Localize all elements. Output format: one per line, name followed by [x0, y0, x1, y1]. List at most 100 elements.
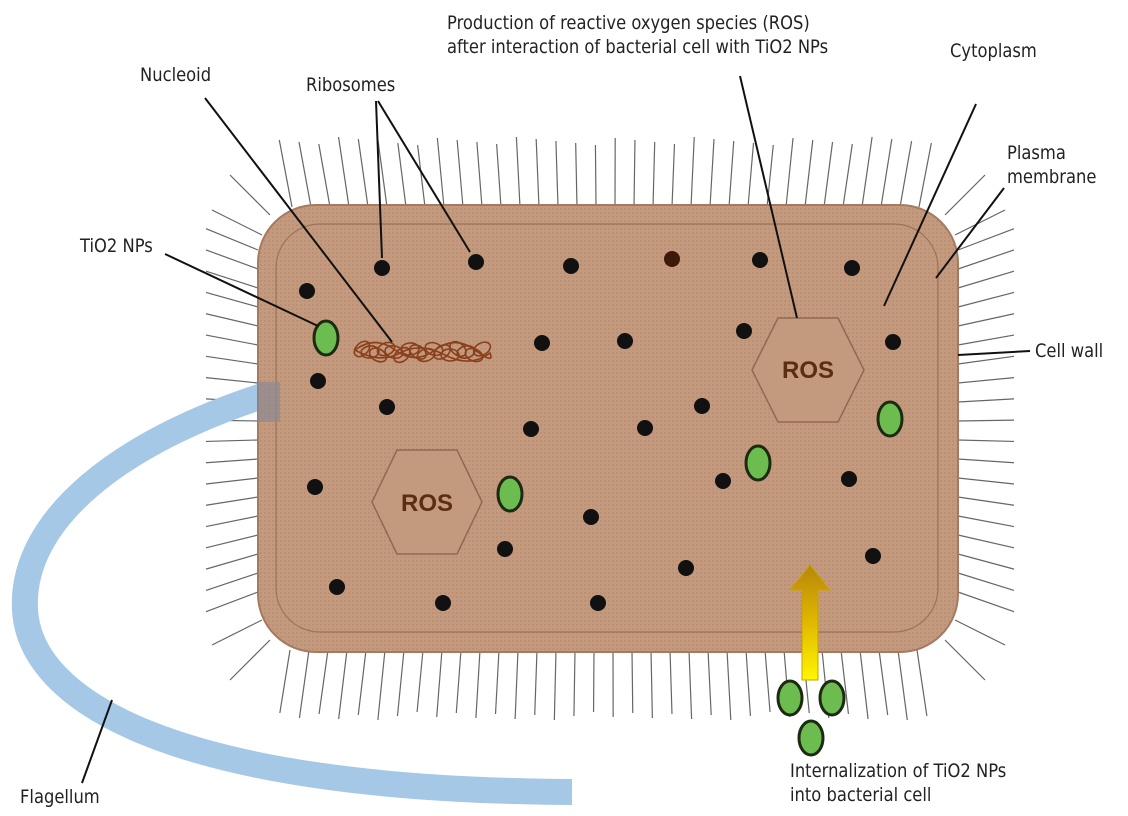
pilus — [437, 138, 444, 207]
pilus — [206, 229, 258, 250]
pilus — [862, 137, 872, 207]
ribosome — [637, 420, 653, 436]
pilus — [958, 356, 1014, 364]
pilus — [358, 139, 368, 207]
pilus — [206, 250, 258, 269]
ribosome — [583, 509, 599, 525]
ribosome — [497, 541, 513, 557]
pilus — [398, 143, 406, 207]
pilus — [765, 650, 770, 712]
pilus — [230, 175, 270, 215]
ros-label-right: ROS — [782, 357, 834, 384]
pilus — [958, 516, 1014, 527]
pilus — [879, 650, 888, 715]
pilus — [206, 378, 258, 383]
pilus — [536, 139, 539, 207]
pilus — [476, 650, 480, 718]
tio2-nanoparticle — [820, 681, 844, 715]
pilus — [746, 650, 750, 716]
ribosome — [752, 252, 768, 268]
pilus — [230, 640, 270, 680]
pilus — [958, 497, 1014, 505]
pilus — [919, 143, 931, 207]
pilus — [945, 175, 985, 215]
pilus — [958, 573, 1014, 590]
pilus — [535, 650, 537, 715]
ribosome — [468, 254, 484, 270]
pilus — [206, 516, 258, 527]
ribosome — [736, 323, 752, 339]
pilus — [319, 650, 328, 714]
pilus — [958, 378, 1014, 383]
pilus — [672, 144, 674, 207]
pilus — [206, 497, 258, 505]
pilus — [437, 650, 442, 717]
pilus — [860, 650, 868, 719]
pilus — [958, 554, 1014, 569]
ribosome — [715, 473, 731, 489]
pilus — [595, 145, 596, 207]
pilus — [881, 139, 892, 207]
ribosome — [844, 260, 860, 276]
pilus — [456, 650, 461, 713]
pilus — [299, 650, 309, 718]
pilus — [206, 314, 258, 326]
pilus — [898, 650, 907, 720]
ribosome — [885, 334, 901, 350]
pilus — [691, 137, 694, 207]
ribosome-brown — [664, 251, 680, 267]
pilus — [670, 650, 672, 714]
ros-label-left: ROS — [401, 490, 453, 517]
label-ros-production: Production of reactive oxygen species (R… — [447, 12, 828, 60]
pilus — [958, 459, 1014, 463]
ribosome — [841, 471, 857, 487]
pilus — [710, 139, 714, 207]
ribosome — [310, 373, 326, 389]
pilus — [958, 250, 1014, 269]
pilus — [556, 141, 558, 207]
pilus — [516, 137, 520, 207]
leader-cell-wall — [958, 351, 1030, 355]
ribosome — [865, 548, 881, 564]
label-cytoplasm: Cytoplasm — [950, 40, 1037, 64]
pilus — [554, 650, 556, 720]
pilus — [955, 620, 1005, 645]
pilus — [958, 335, 1014, 345]
pilus — [206, 356, 258, 364]
pilus — [748, 143, 754, 207]
ribosome — [329, 579, 345, 595]
ribosome — [435, 595, 451, 611]
label-cell-wall: Cell wall — [1035, 340, 1103, 364]
pilus — [206, 478, 258, 484]
pilus — [496, 650, 499, 714]
pilus — [212, 620, 262, 645]
label-flagellum: Flagellum — [20, 786, 100, 810]
label-nucleoid: Nucleoid — [140, 64, 211, 88]
ribosome — [678, 560, 694, 576]
ribosome — [534, 335, 550, 351]
pilus — [958, 314, 1014, 326]
ribosome — [379, 399, 395, 415]
pilus — [280, 650, 290, 713]
pilus — [358, 650, 366, 715]
pilus — [651, 650, 652, 718]
pilus — [319, 144, 330, 207]
pilus — [339, 137, 349, 207]
pilus — [378, 650, 385, 720]
pilus — [212, 210, 262, 235]
label-ribosomes: Ribosomes — [306, 74, 395, 98]
label-internalization: Internalization of TiO2 NPs into bacteri… — [790, 760, 1006, 808]
ribosome — [563, 258, 579, 274]
pilus — [497, 144, 501, 207]
pilus — [397, 650, 404, 716]
pilus — [574, 650, 575, 716]
ribosome — [523, 421, 539, 437]
pilus — [206, 335, 258, 345]
pilus — [457, 140, 463, 207]
pilus — [843, 144, 852, 207]
pilus — [958, 535, 1014, 548]
pilus — [786, 138, 793, 207]
ribosome — [694, 398, 710, 414]
pilus — [945, 640, 985, 680]
